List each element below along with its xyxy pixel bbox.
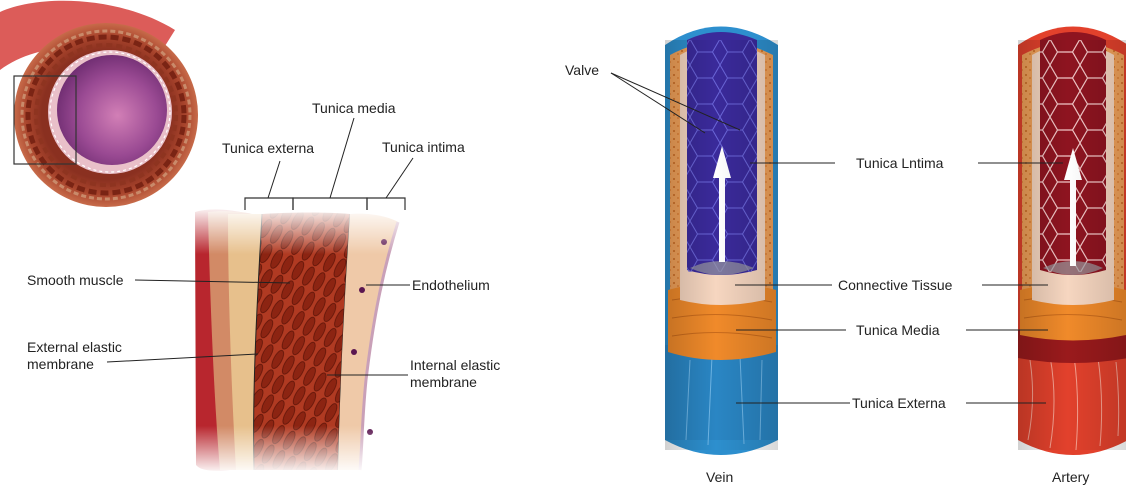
tunica-intima-label: Tunica intima	[382, 139, 465, 155]
vessel-wall-closeup	[190, 206, 405, 474]
internal-elastic-label-line1: Internal elastic	[410, 357, 500, 373]
vein-caption: Vein	[706, 469, 733, 485]
tunica-brackets	[245, 118, 413, 210]
internal-elastic-label-line2: membrane	[410, 374, 477, 390]
external-elastic-label-line1: External elastic	[27, 339, 122, 355]
vessel-cross-section	[0, 1, 198, 207]
artery-caption: Artery	[1052, 469, 1089, 485]
tunica-intima-right-label: Tunica Lntima	[856, 155, 944, 171]
tunica-externa-right-label: Tunica Externa	[852, 395, 946, 411]
valve-label: Valve	[565, 62, 599, 78]
tunica-media-label: Tunica media	[312, 100, 396, 116]
artery-illustration	[1018, 27, 1126, 456]
external-elastic-label-line2: membrane	[27, 356, 94, 372]
smooth-muscle-label: Smooth muscle	[27, 272, 124, 288]
vein-illustration	[665, 27, 778, 456]
endothelium-label: Endothelium	[412, 277, 490, 293]
tunica-externa-label: Tunica externa	[222, 140, 314, 156]
connective-tissue-label: Connective Tissue	[838, 277, 953, 293]
tunica-media-right-label: Tunica Media	[856, 322, 940, 338]
